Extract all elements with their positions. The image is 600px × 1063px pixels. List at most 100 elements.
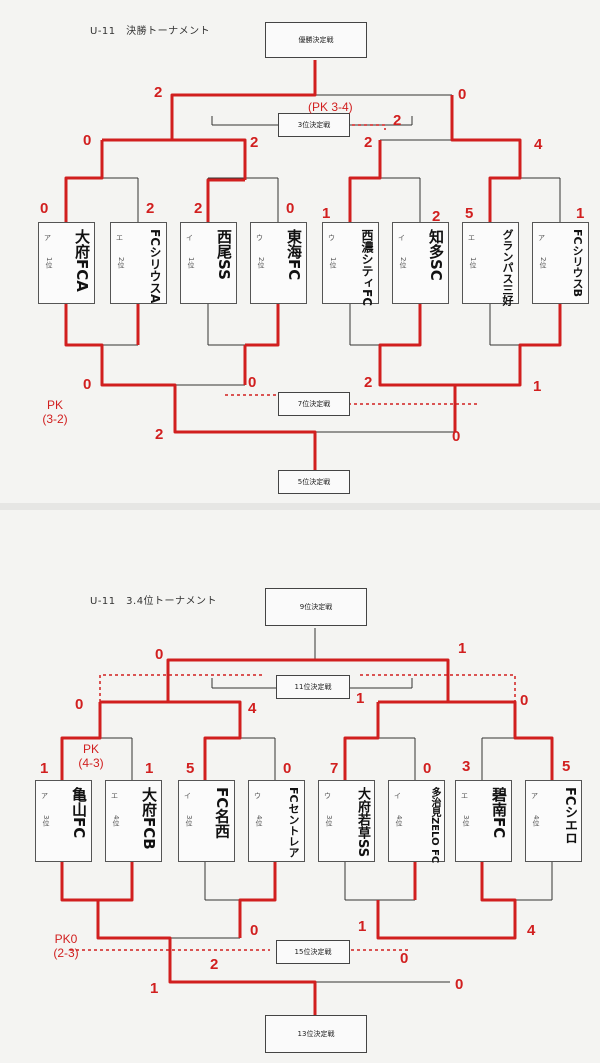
team-slot: エ (111, 792, 118, 800)
score-label: 1 (150, 980, 159, 997)
score-label: 4 (527, 922, 536, 939)
team-slot: エ (461, 792, 468, 800)
team-slot: イ (394, 792, 401, 800)
pk-note: PK (3-2) (30, 398, 80, 426)
team-name: 亀山FC (70, 787, 88, 839)
team-name: 大府FCA (73, 229, 91, 292)
score-label: 0 (83, 132, 92, 149)
eleventh-place-match-box: 11位決定戦 (276, 675, 350, 699)
third-place-match-box: 3位決定戦 (278, 113, 350, 137)
score-label: 0 (286, 200, 295, 217)
bracket-lines (64, 60, 562, 470)
team-name: FCシエロ (562, 787, 577, 845)
score-label: 1 (576, 205, 585, 222)
pk-note: PK (4-3) (66, 742, 116, 770)
score-label: 0 (283, 760, 292, 777)
fifteenth-place-match-box: 15位決定戦 (276, 940, 350, 964)
pk-label: PK (46, 398, 63, 412)
championship-match-box: 優勝決定戦 (265, 22, 367, 58)
pk-score: (3-2) (42, 412, 68, 426)
team-box: イ 1位 西尾SS (180, 222, 237, 304)
team-box: イ 2位 知多SC (392, 222, 449, 304)
seventh-place-match-box: 7位決定戦 (278, 392, 350, 416)
final-tournament-sheet: U-11 決勝トーナメント 優勝決定戦 3位決定戦 7位決定戦 5位決定戦 ア … (0, 0, 600, 503)
sheet-header: U-11 3.4位トーナメント (90, 596, 218, 607)
pk-label: PK0 (54, 932, 78, 946)
score-label: 1 (322, 205, 331, 222)
score-label: 0 (458, 86, 467, 103)
score-label: 3 (462, 758, 471, 775)
team-seed: 3位 (42, 815, 50, 827)
pk-note: PK0 (2-3) (38, 932, 94, 960)
team-name: FC名西 (213, 787, 231, 839)
team-box: ア 2位 FCシリウスB (532, 222, 589, 304)
score-label: 2 (194, 200, 203, 217)
score-label: 2 (364, 374, 373, 391)
score-label: 0 (40, 200, 49, 217)
team-slot: イ (398, 234, 405, 242)
score-label: 0 (248, 374, 257, 391)
team-name: 大府FCB (140, 787, 158, 850)
team-slot: イ (186, 234, 193, 242)
team-name: 碧南FC (490, 787, 508, 839)
team-box: ウ 1位 西濃シティFC (322, 222, 379, 307)
team-seed: 1位 (187, 257, 195, 269)
bracket-lines (60, 628, 554, 1015)
score-label: 1 (40, 760, 49, 777)
score-label: 0 (423, 760, 432, 777)
team-seed: 1位 (329, 257, 337, 269)
score-label: 2 (393, 112, 402, 129)
team-name: 西濃シティFC (360, 229, 374, 307)
score-label: 0 (452, 428, 461, 445)
score-label: 5 (562, 758, 571, 775)
team-seed: 3位 (185, 815, 193, 827)
score-label: 2 (154, 84, 163, 101)
team-slot: ア (531, 792, 538, 800)
placement-tournament-sheet: U-11 3.4位トーナメント 9位決定戦 11位決定戦 15位決定戦 13位決… (0, 510, 600, 1063)
score-label: 1 (356, 690, 365, 707)
team-slot: ア (44, 234, 51, 242)
pk-score: (2-3) (53, 946, 79, 960)
team-slot: ウ (254, 792, 261, 800)
pk-score: (4-3) (78, 756, 104, 770)
score-label: 1 (145, 760, 154, 777)
sheet-header: U-11 決勝トーナメント (90, 26, 211, 37)
score-label: 2 (364, 134, 373, 151)
score-label: 1 (458, 640, 467, 657)
team-box: イ 4位 多治見ZELO FC (388, 780, 445, 864)
team-box: イ 3位 FC名西 (178, 780, 235, 862)
team-slot: ア (41, 792, 48, 800)
pk-label: PK (82, 742, 99, 756)
team-name: 東海FC (285, 229, 303, 281)
team-seed: 4位 (532, 815, 540, 827)
score-label: 5 (186, 760, 195, 777)
score-label: 7 (330, 760, 339, 777)
score-label: 0 (75, 696, 84, 713)
score-label: 1 (533, 378, 542, 395)
team-name: 大府若草SS (355, 787, 370, 858)
team-box: エ 2位 FCシリウスA (110, 222, 167, 304)
team-name: FCシリウスA (148, 229, 162, 304)
team-slot: イ (184, 792, 191, 800)
team-slot: エ (468, 234, 475, 242)
team-name: 多治見ZELO FC (429, 787, 440, 864)
score-label: 4 (248, 700, 257, 717)
score-label: 2 (250, 134, 259, 151)
team-box: エ 1位 グランパス三好 (462, 222, 519, 306)
team-box: エ 4位 大府FCB (105, 780, 162, 862)
team-box: ア 3位 亀山FC (35, 780, 92, 862)
team-seed: 4位 (395, 815, 403, 827)
team-seed: 3位 (325, 815, 333, 827)
team-seed: 2位 (399, 257, 407, 269)
team-slot: ウ (328, 234, 335, 242)
team-seed: 1位 (45, 257, 53, 269)
score-label: 2 (432, 208, 441, 225)
team-slot: エ (116, 234, 123, 242)
score-label: 0 (250, 922, 259, 939)
score-label: 0 (455, 976, 464, 993)
score-label: 0 (400, 950, 409, 967)
team-box: エ 3位 碧南FC (455, 780, 512, 862)
score-label: 2 (146, 200, 155, 217)
team-name: 知多SC (427, 229, 445, 281)
score-label: 5 (465, 205, 474, 222)
